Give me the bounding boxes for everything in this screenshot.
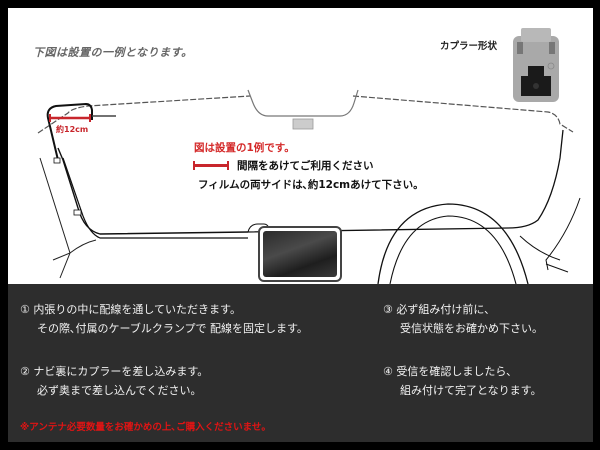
instruction-step-4: ④ 受信を確認しましたら､ 組み付けて完了となります。 — [383, 362, 542, 400]
step-number: ④ — [383, 365, 393, 378]
purchase-warning: ※アンテナ必要数量をお確かめの上､ご購入くださいませ。 — [20, 422, 271, 433]
step-line-1: 受信を確認しましたら､ — [396, 365, 512, 378]
spacing-bar-icon — [193, 161, 229, 170]
navigation-screen — [258, 226, 342, 282]
step-line-2: 受信状態をお確かめ下さい。 — [400, 322, 543, 335]
example-note: 図は設置の1例です。 — [194, 142, 295, 154]
film-sides-note: フィルムの両サイドは､約12cmあけて下さい。 — [198, 179, 424, 191]
coupler-shape-label: カプラー形状 — [440, 41, 498, 52]
diagram-heading: 下図は設置の一例となります。 — [33, 46, 193, 59]
step-line-1: ナビ裏にカプラーを差し込みます。 — [33, 365, 209, 378]
instructions-panel: ① 内張りの中に配線を通していただきます。 その際､付属のケーブルクランプで 配… — [8, 284, 593, 442]
windshield-dashboard-drawing — [37, 89, 581, 284]
step-line-1: 内張りの中に配線を通していただきます。 — [33, 303, 241, 316]
step-number: ① — [20, 303, 30, 316]
coupler-connector-icon — [513, 28, 559, 102]
installation-diagram: 下図は設置の一例となります。 カプラー形状 約12cm 図は設置の1例です。 間… — [8, 8, 593, 284]
navigation-screen-glass — [263, 231, 337, 277]
instruction-step-3: ③ 必ず組み付け前に､ 受信状態をお確かめ下さい。 — [383, 300, 543, 338]
step-line-2: 必ず奥まで差し込んでください。 — [37, 384, 202, 397]
measurement-label: 約12cm — [56, 125, 89, 134]
step-number: ② — [20, 365, 30, 378]
instruction-step-1: ① 内張りの中に配線を通していただきます。 その際､付属のケーブルクランプで 配… — [20, 300, 308, 338]
step-line-2: その際､付属のケーブルクランプで 配線を固定します。 — [37, 322, 308, 335]
step-line-2: 組み付けて完了となります。 — [400, 384, 542, 397]
step-line-1: 必ず組み付け前に､ — [396, 303, 490, 316]
spacing-legend-text: 間隔をあけてご利用ください — [237, 160, 374, 172]
instruction-step-2: ② ナビ裏にカプラーを差し込みます。 必ず奥まで差し込んでください。 — [20, 362, 208, 400]
spacing-legend: 間隔をあけてご利用ください — [193, 158, 374, 173]
step-number: ③ — [383, 303, 393, 316]
